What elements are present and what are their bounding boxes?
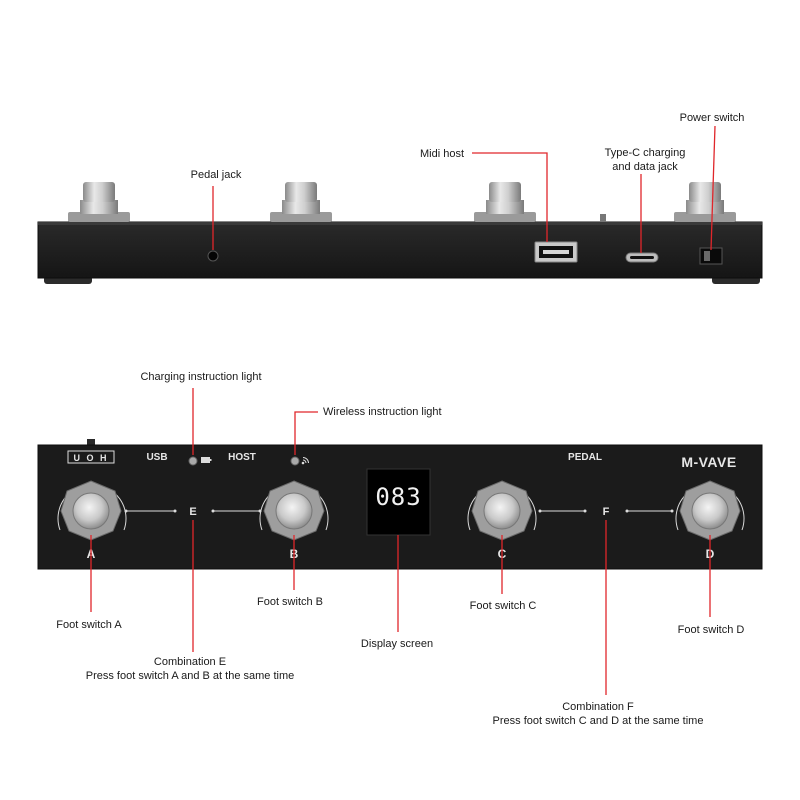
foot-switch-a[interactable] xyxy=(57,480,127,541)
combo-e-letter: E xyxy=(189,506,196,518)
usb-label: USB xyxy=(146,452,167,463)
usb-a-port xyxy=(534,241,578,263)
power-position-text: U O H xyxy=(73,453,108,463)
top-leader-lines xyxy=(90,388,711,695)
foot-switch-b[interactable] xyxy=(259,480,329,541)
side-footswitch-2 xyxy=(270,182,332,222)
combo-e-desc: Press foot switch A and B at the same ti… xyxy=(85,670,295,682)
foot-switch-c[interactable] xyxy=(467,480,537,541)
callout-foot-switch-a: Foot switch A xyxy=(56,619,122,631)
pedal-jack-port xyxy=(207,250,219,262)
combo-f-title: Combination F xyxy=(562,701,634,713)
pedal-label: PEDAL xyxy=(568,452,602,463)
power-switch-slider[interactable] xyxy=(699,247,723,265)
display-screen: 083 xyxy=(366,468,431,536)
combo-e-title: Combination E xyxy=(153,656,227,668)
callout-foot-switch-c: Foot switch C xyxy=(469,600,537,612)
foot-switch-d[interactable] xyxy=(675,480,745,541)
display-readout: 083 xyxy=(375,483,421,511)
wireless-icon xyxy=(301,457,309,465)
charging-indicator-light xyxy=(188,456,198,466)
callout-combination-e: Combination E Press foot switch A and B … xyxy=(86,655,295,683)
callout-midi-host: Midi host xyxy=(419,148,465,160)
callout-foot-switch-d: Foot switch D xyxy=(677,624,745,636)
side-body xyxy=(37,221,763,279)
side-footswitch-4 xyxy=(674,182,736,222)
callout-wireless-light: Wireless instruction light xyxy=(323,406,442,418)
type-c-port xyxy=(625,252,659,263)
wireless-indicator-light xyxy=(290,456,300,466)
callout-combination-f: Combination F Press foot switch C and D … xyxy=(493,700,704,728)
side-leader-lines xyxy=(212,125,716,253)
callout-type-c: Type-C charging and data jack xyxy=(605,146,686,174)
combo-f-desc: Press foot switch C and D at the same ti… xyxy=(492,715,704,727)
host-label: HOST xyxy=(228,452,256,463)
top-view: U O H USB HOST PEDAL M-VAVE xyxy=(37,439,763,570)
combo-f-letter: F xyxy=(603,506,610,518)
side-footswitch-1 xyxy=(68,182,130,222)
callout-foot-switch-b: Foot switch B xyxy=(256,596,324,608)
callout-power-switch: Power switch xyxy=(679,112,745,124)
side-footswitch-3 xyxy=(474,182,536,222)
callout-type-c-line2: and data jack xyxy=(612,161,678,173)
callout-display-screen: Display screen xyxy=(360,638,434,650)
battery-icon xyxy=(201,457,212,463)
power-position-label: U O H xyxy=(67,450,115,464)
brand-logo: M-VAVE xyxy=(681,454,736,470)
callout-charging-light: Charging instruction light xyxy=(140,371,262,383)
side-view xyxy=(37,182,763,284)
callout-pedal-jack: Pedal jack xyxy=(190,169,242,181)
callout-type-c-line1: Type-C charging xyxy=(604,147,686,159)
